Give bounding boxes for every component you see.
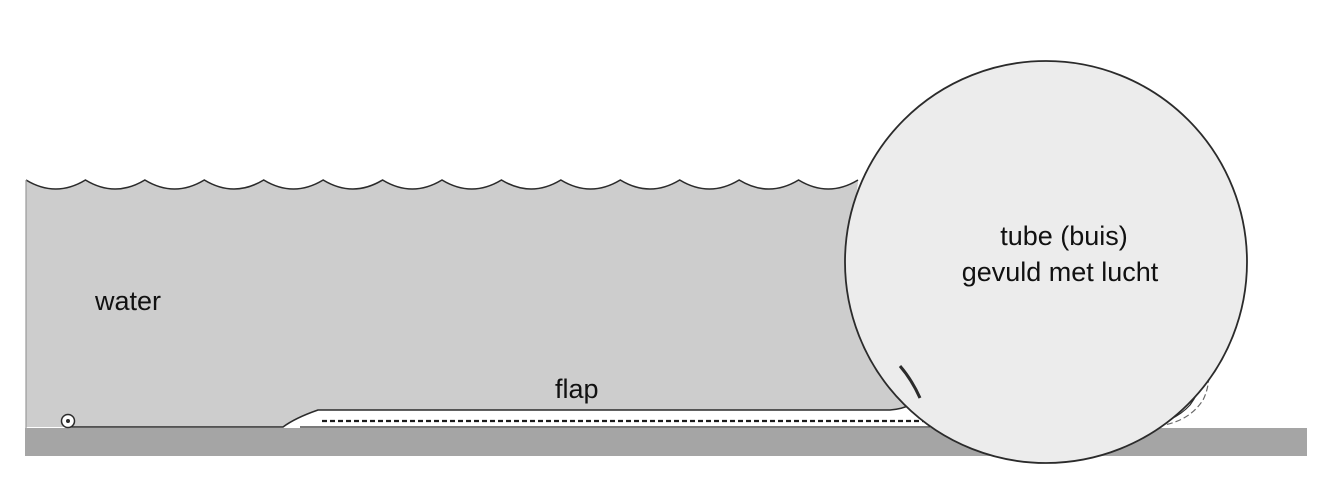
tube-seam [898, 365, 922, 399]
label-tube-line2: gevuld met lucht [962, 257, 1159, 287]
inflated-tube [844, 60, 1248, 464]
label-flap: flap [555, 374, 599, 404]
water-body [26, 180, 919, 427]
anchor-hinge-icon [60, 413, 76, 429]
label-tube-line1: tube (buis) [1000, 221, 1128, 251]
label-water: water [94, 286, 161, 316]
water-surface-waves [25, 179, 859, 190]
